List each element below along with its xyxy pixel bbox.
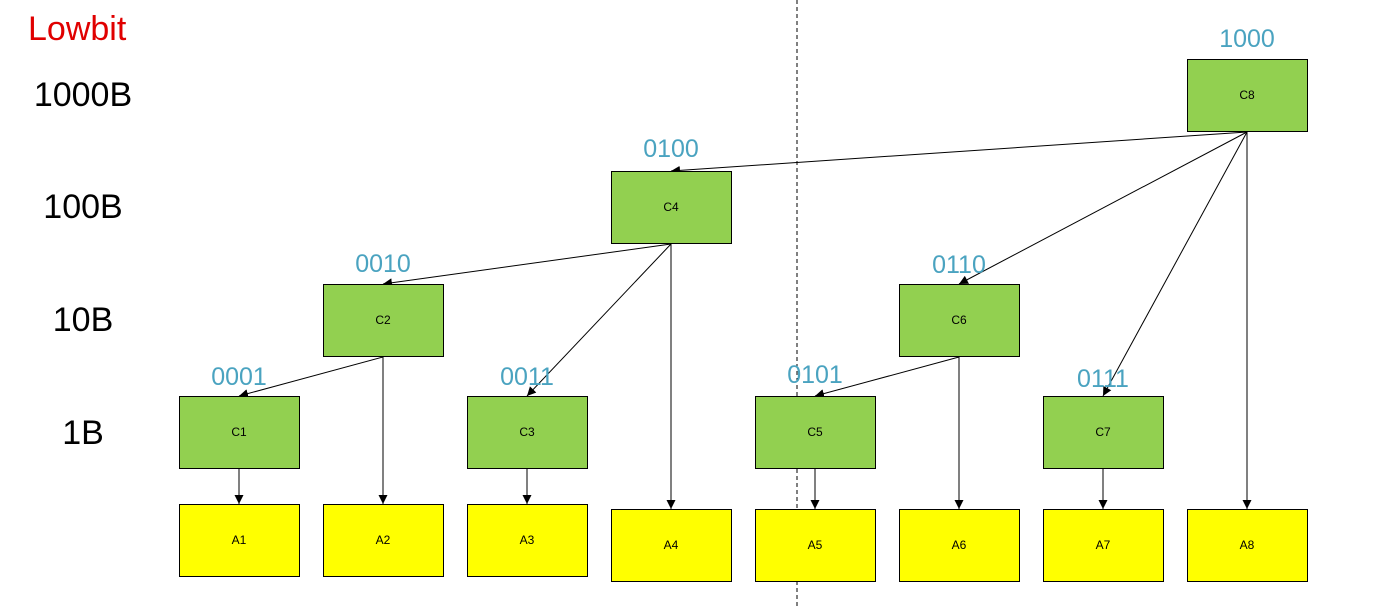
node-c1-box (179, 396, 300, 469)
node-c4-box (611, 171, 732, 244)
edge-c8-c6 (958, 131, 1248, 285)
node-c1: C1 0001 (179, 363, 300, 469)
node-a2: A2 (323, 504, 444, 577)
node-c7: C7 0111 (1043, 365, 1164, 469)
node-a7: A7 (1043, 509, 1164, 582)
node-c7-code: 0111 (1077, 365, 1129, 393)
node-a5-box (755, 509, 876, 582)
node-c1-label: C1 (231, 425, 247, 439)
node-c6: C6 0110 (899, 251, 1020, 357)
node-a4: A4 (611, 509, 732, 582)
node-a1-label: A1 (232, 533, 247, 547)
level-label-10b: 10B (53, 301, 114, 339)
node-c3-box (467, 396, 588, 469)
node-c4-code: 0100 (643, 135, 699, 163)
node-c3-label: C3 (519, 425, 535, 439)
node-c4-label: C4 (663, 200, 679, 214)
node-c7-box (1043, 396, 1164, 469)
node-c5-code: 0101 (787, 361, 843, 389)
node-c6-label: C6 (951, 313, 967, 327)
node-a8-label: A8 (1240, 538, 1255, 552)
node-a6-label: A6 (952, 538, 967, 552)
node-c5-label: C5 (807, 425, 823, 439)
edge-c2-c1 (238, 356, 384, 398)
node-a5: A5 (755, 509, 876, 582)
node-c2-label: C2 (375, 313, 391, 327)
node-a2-label: A2 (376, 533, 391, 547)
edge-c4-c3 (526, 243, 672, 397)
edge-c8-c4 (670, 131, 1248, 175)
node-c7-label: C7 (1095, 425, 1111, 439)
node-a4-box (611, 509, 732, 582)
node-a3: A3 (467, 504, 588, 577)
node-a7-label: A7 (1096, 538, 1111, 552)
edge-c4-c2 (382, 243, 672, 288)
node-c2-code: 0010 (355, 250, 411, 278)
node-c6-box (899, 284, 1020, 357)
node-a8: A8 (1187, 509, 1308, 582)
node-c6-code: 0110 (932, 251, 986, 279)
node-a5-label: A5 (808, 538, 823, 552)
node-c3: C3 0011 (467, 363, 588, 469)
node-a7-box (1043, 509, 1164, 582)
node-c2: C2 0010 (323, 250, 444, 357)
edge-c6-c5 (814, 356, 960, 398)
node-c1-code: 0001 (211, 363, 267, 391)
edge-c8-c7 (1102, 131, 1248, 397)
node-c8-code: 1000 (1219, 25, 1275, 53)
level-label-100b: 100B (43, 188, 122, 226)
node-a1-box (179, 504, 300, 577)
node-c5: C5 0101 (755, 361, 876, 469)
node-a6: A6 (899, 509, 1020, 582)
node-c5-box (755, 396, 876, 469)
node-c4: C4 0100 (611, 135, 732, 244)
lowbit-title: Lowbit (28, 10, 127, 48)
node-a2-box (323, 504, 444, 577)
node-a3-label: A3 (520, 533, 535, 547)
node-a1: A1 (179, 504, 300, 577)
level-label-1b: 1B (62, 414, 104, 452)
node-c2-box (323, 284, 444, 357)
node-c8-box (1187, 59, 1308, 132)
node-a6-box (899, 509, 1020, 582)
node-c8: C8 1000 (1187, 25, 1308, 132)
node-c3-code: 0011 (500, 363, 554, 391)
edges-layer (234, 131, 1252, 509)
level-label-1000b: 1000B (34, 76, 132, 114)
node-a3-box (467, 504, 588, 577)
node-a4-label: A4 (664, 538, 679, 552)
node-c8-label: C8 (1239, 88, 1255, 102)
node-a8-box (1187, 509, 1308, 582)
